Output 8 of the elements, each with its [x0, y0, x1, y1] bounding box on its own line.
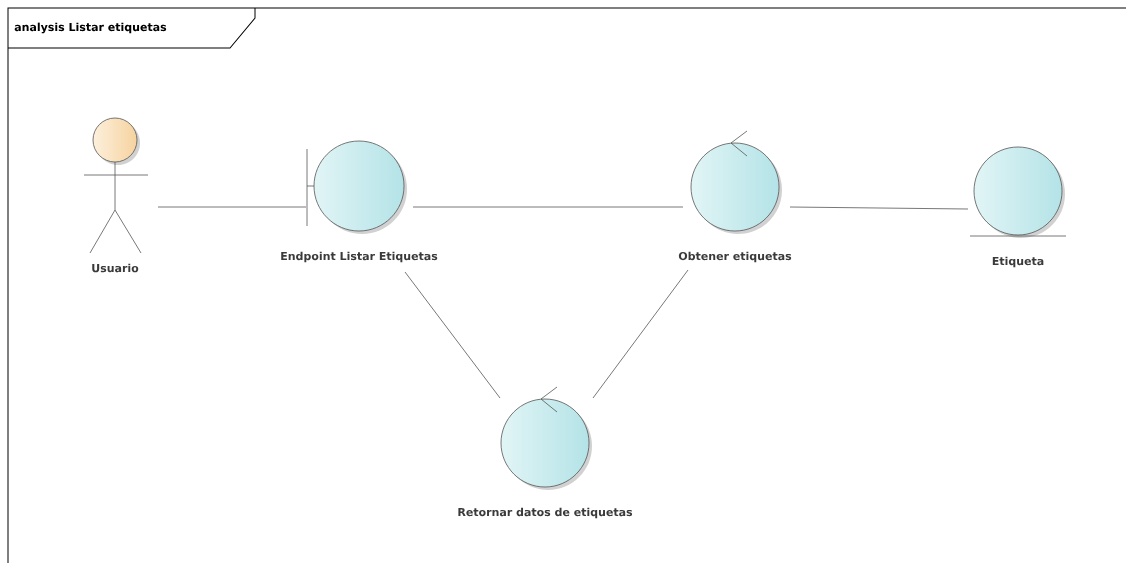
connector-line — [592, 269, 689, 399]
connector-line — [789, 206, 969, 210]
actor-figure: Usuario — [83, 117, 149, 273]
node-label: Usuario — [92, 263, 139, 273]
connector-line — [412, 206, 684, 208]
connector-line — [404, 271, 501, 399]
connector-line — [157, 206, 307, 208]
frame-title-tab: analysis Listar etiquetas — [7, 7, 256, 49]
